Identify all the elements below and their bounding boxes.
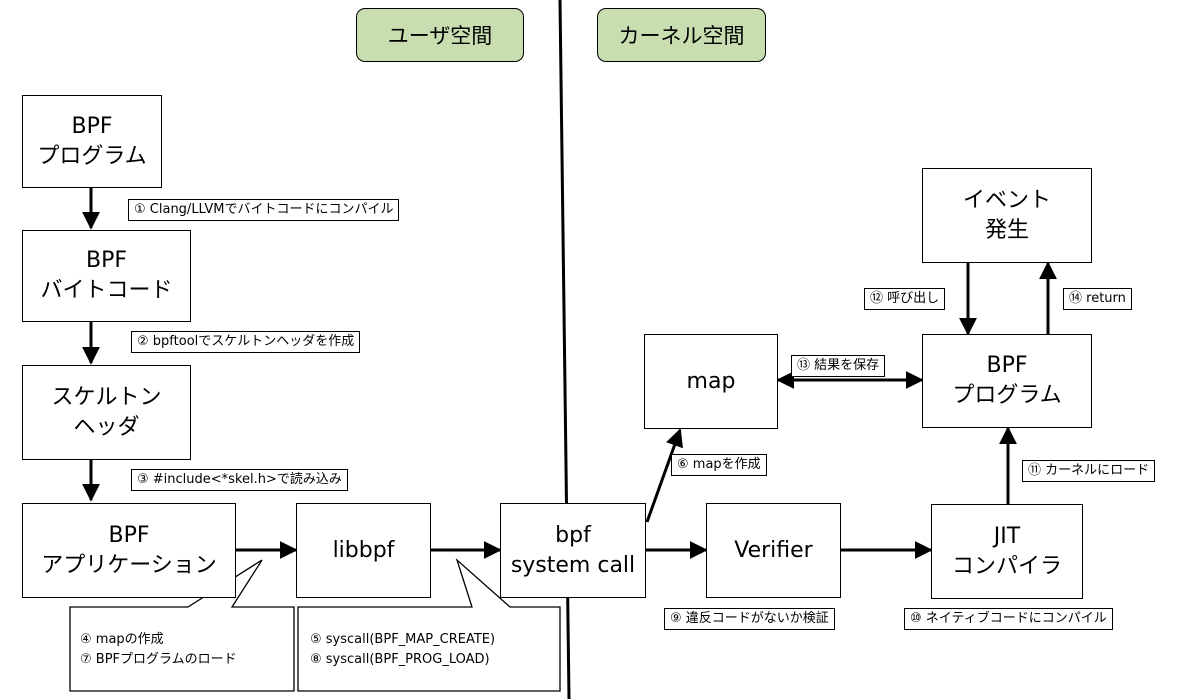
step10-note: ⑩ ネイティブコードにコンパイル bbox=[904, 608, 1113, 630]
step14-note: ⑭ return bbox=[1063, 288, 1132, 310]
event-box: イベント 発生 bbox=[922, 168, 1092, 263]
map-box: map bbox=[644, 334, 778, 429]
kernel-bpf-program-box: BPF プログラム bbox=[922, 334, 1092, 428]
libbpf-box: libbpf bbox=[296, 503, 431, 598]
user-space-header: ユーザ空間 bbox=[356, 8, 524, 62]
kernel-space-header: カーネル空間 bbox=[597, 8, 766, 62]
bpf-syscall-box: bpf system call bbox=[500, 503, 646, 598]
callout-libbpf-bubble bbox=[297, 557, 561, 692]
jit-compiler-box: JIT コンパイラ bbox=[931, 504, 1083, 599]
step9-note: ⑨ 違反コードがないか検証 bbox=[664, 608, 835, 630]
verifier-box: Verifier bbox=[706, 503, 841, 598]
step11-note: ⑪ カーネルにロード bbox=[1022, 460, 1156, 482]
callout-application-bubble bbox=[69, 559, 295, 692]
step1-note: ① Clang/LLVMでバイトコードにコンパイル bbox=[128, 199, 400, 221]
libbpf-callout-text: ⑤ syscall(BPF_MAP_CREATE) ⑧ syscall(BPF_… bbox=[310, 632, 496, 667]
bpf-program-box: BPF プログラム bbox=[22, 95, 162, 188]
step6-note: ⑥ mapを作成 bbox=[671, 454, 767, 476]
step12-note: ⑫ 呼び出し bbox=[864, 288, 946, 310]
step13-note: ⑬ 結果を保存 bbox=[791, 355, 886, 377]
bpf-application-box: BPF アプリケーション bbox=[22, 503, 236, 598]
arrow-syscall-to-map bbox=[645, 428, 684, 523]
step3-note: ③ #include<*skel.h>で読み込み bbox=[131, 469, 348, 491]
application-callout-text: ④ mapの作成 ⑦ BPFプログラムのロード bbox=[80, 632, 237, 667]
bpf-bytecode-box: BPF バイトコード bbox=[22, 230, 191, 322]
step2-note: ② bpftoolでスケルトンヘッダを作成 bbox=[131, 331, 361, 353]
skeleton-header-box: スケルトン ヘッダ bbox=[22, 365, 191, 460]
